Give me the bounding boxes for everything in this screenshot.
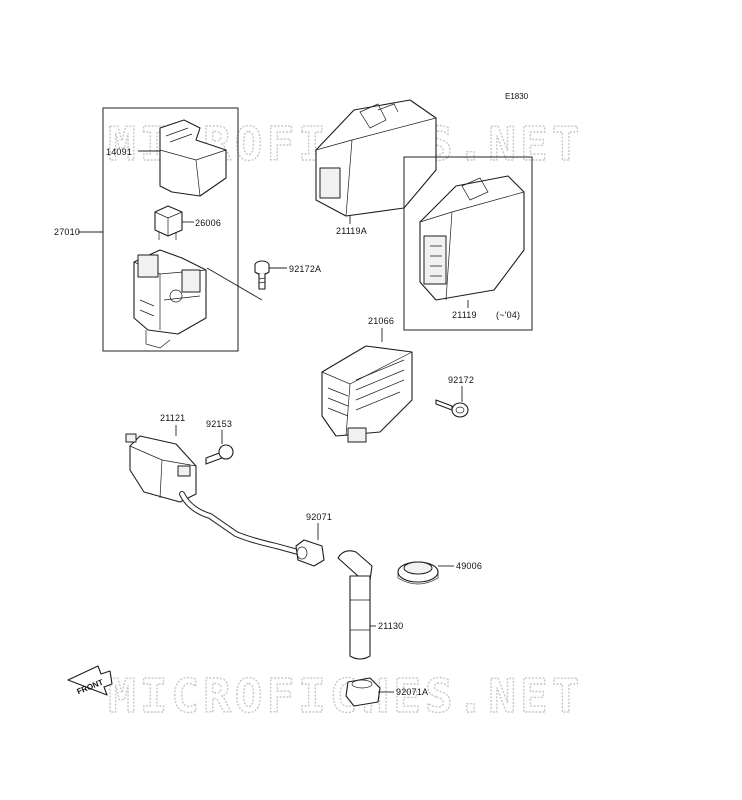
ignition-coil-21121-part[interactable]	[125, 433, 301, 555]
watermark-bottom: MICROFICHES.NET	[108, 669, 583, 723]
bolt-92153-part[interactable]	[205, 444, 234, 465]
label-21119-note: (~'04)	[496, 310, 520, 320]
plug-cap-21130-part[interactable]	[337, 550, 373, 660]
starter-relay-part[interactable]	[133, 249, 207, 349]
fuse-part[interactable]	[154, 205, 183, 240]
cap-92071-part[interactable]	[295, 539, 325, 567]
bolt-92172-part[interactable]	[435, 399, 469, 418]
label-21121[interactable]: 21121	[160, 413, 185, 423]
label-21130[interactable]: 21130	[378, 621, 403, 631]
ignitor-21119-part[interactable]	[419, 175, 525, 301]
regulator-21066-part[interactable]	[321, 345, 413, 443]
ignitor-21119-group-box	[403, 156, 533, 331]
ignitor-21119a-part[interactable]	[315, 99, 437, 217]
label-21119[interactable]: 21119	[452, 310, 477, 320]
label-92071a[interactable]: 92071A	[396, 687, 428, 697]
label-21119a[interactable]: 21119A	[336, 226, 367, 236]
label-26006[interactable]: 26006	[195, 218, 221, 228]
label-14091[interactable]: 14091	[106, 147, 132, 157]
label-49006[interactable]: 49006	[456, 561, 482, 571]
relay-cover-part[interactable]	[159, 119, 227, 197]
label-92153[interactable]: 92153	[206, 419, 232, 429]
label-27010[interactable]: 27010	[54, 227, 80, 237]
label-92172[interactable]: 92172	[448, 375, 474, 385]
grommet-49006-part[interactable]	[397, 561, 439, 585]
label-92172a[interactable]: 92172A	[289, 264, 321, 274]
diagram-code: E1830	[505, 92, 529, 101]
cap-92071a-part[interactable]	[345, 677, 381, 707]
label-21066[interactable]: 21066	[368, 316, 394, 326]
label-92071[interactable]: 92071	[306, 512, 332, 522]
front-arrow-icon: FRONT	[67, 665, 113, 696]
relay-assembly-group-box	[102, 107, 239, 352]
bolt-92172a-part[interactable]	[254, 260, 270, 290]
